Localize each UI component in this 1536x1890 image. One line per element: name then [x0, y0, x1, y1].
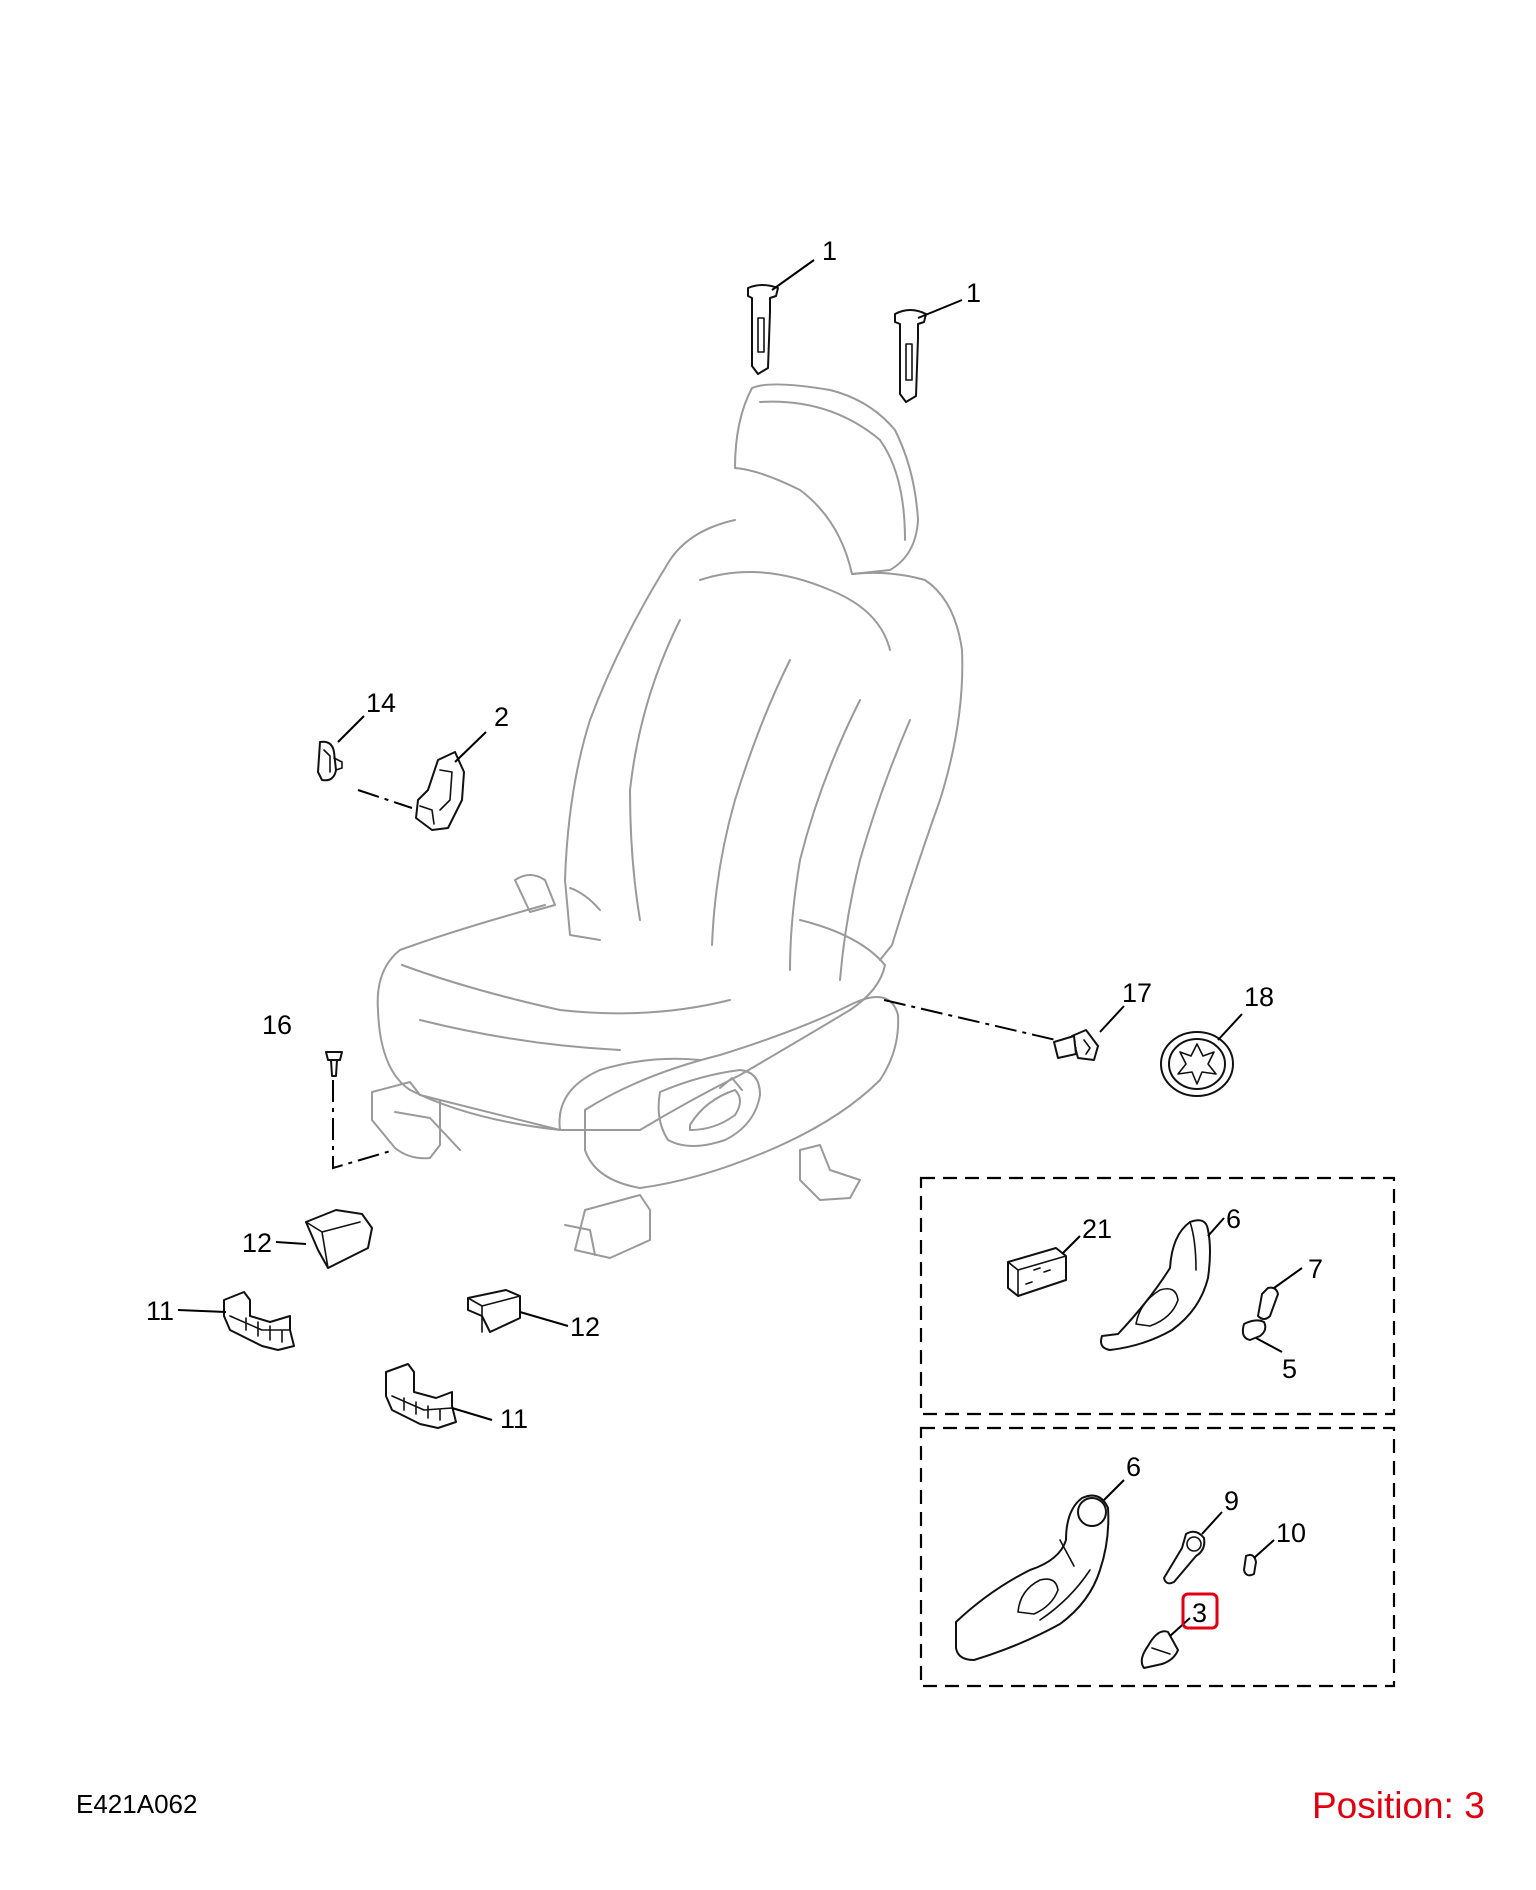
detail-box-upper — [919, 1176, 1396, 1416]
callout-6b: 6 — [1126, 1452, 1141, 1482]
callout-6a: 6 — [1226, 1204, 1241, 1234]
part-1-headrest-guide-left — [747, 284, 779, 375]
callout-2: 2 — [494, 702, 509, 732]
part-11-clip-upper — [223, 1291, 295, 1351]
callout-10: 10 — [1276, 1518, 1306, 1548]
callout-11a: 11 — [146, 1296, 174, 1326]
callout-7: 7 — [1308, 1254, 1323, 1284]
part-6-shield-upper — [1100, 1219, 1211, 1351]
part-11-clip-lower — [385, 1363, 457, 1429]
callout-11b: 11 — [500, 1404, 528, 1434]
callout-5: 5 — [1282, 1354, 1297, 1384]
callout-12b: 12 — [570, 1312, 600, 1342]
part-7-switch — [1257, 1286, 1279, 1320]
part-3-knob — [1140, 1630, 1179, 1669]
part-10-cap — [1243, 1553, 1257, 1577]
part-14-clip — [317, 740, 343, 782]
callout-21: 21 — [1082, 1214, 1112, 1244]
callout-1a: 1 — [822, 236, 837, 266]
part-16-screw — [325, 1051, 343, 1077]
part-2-bracket — [415, 751, 465, 831]
diagram-code: E421A062 — [76, 1789, 197, 1819]
assembly-lines — [332, 789, 1057, 1170]
part-21-module — [1007, 1247, 1067, 1297]
part-12-cover-lower — [467, 1289, 521, 1333]
part-1-headrest-guide-right — [894, 309, 927, 403]
callout-17: 17 — [1122, 978, 1152, 1008]
part-5-switch — [1241, 1319, 1267, 1341]
detail-box-lower — [919, 1426, 1396, 1688]
callout-3: 3 — [1192, 1598, 1207, 1628]
callout-12a: 12 — [242, 1228, 272, 1258]
callout-16: 16 — [262, 1010, 292, 1040]
callout-9: 9 — [1224, 1486, 1239, 1516]
seat-outline — [371, 383, 964, 1259]
part-6-shield-lower — [955, 1494, 1110, 1661]
callout-3-highlight — [1181, 1592, 1219, 1630]
part-17-bolt — [1053, 1029, 1099, 1061]
callout-18: 18 — [1244, 982, 1274, 1012]
part-12-cover-upper — [305, 1209, 373, 1269]
leader-lines — [177, 259, 1303, 1637]
callout-14: 14 — [366, 688, 396, 718]
callout-1b: 1 — [966, 278, 981, 308]
callout-labels: 1 1 14 2 16 17 18 12 12 11 11 21 6 7 5 6… — [146, 236, 1323, 1630]
part-18-cap — [1160, 1031, 1234, 1097]
part-9-knob — [1163, 1530, 1206, 1585]
position-label: Position: 3 — [1312, 1785, 1485, 1826]
